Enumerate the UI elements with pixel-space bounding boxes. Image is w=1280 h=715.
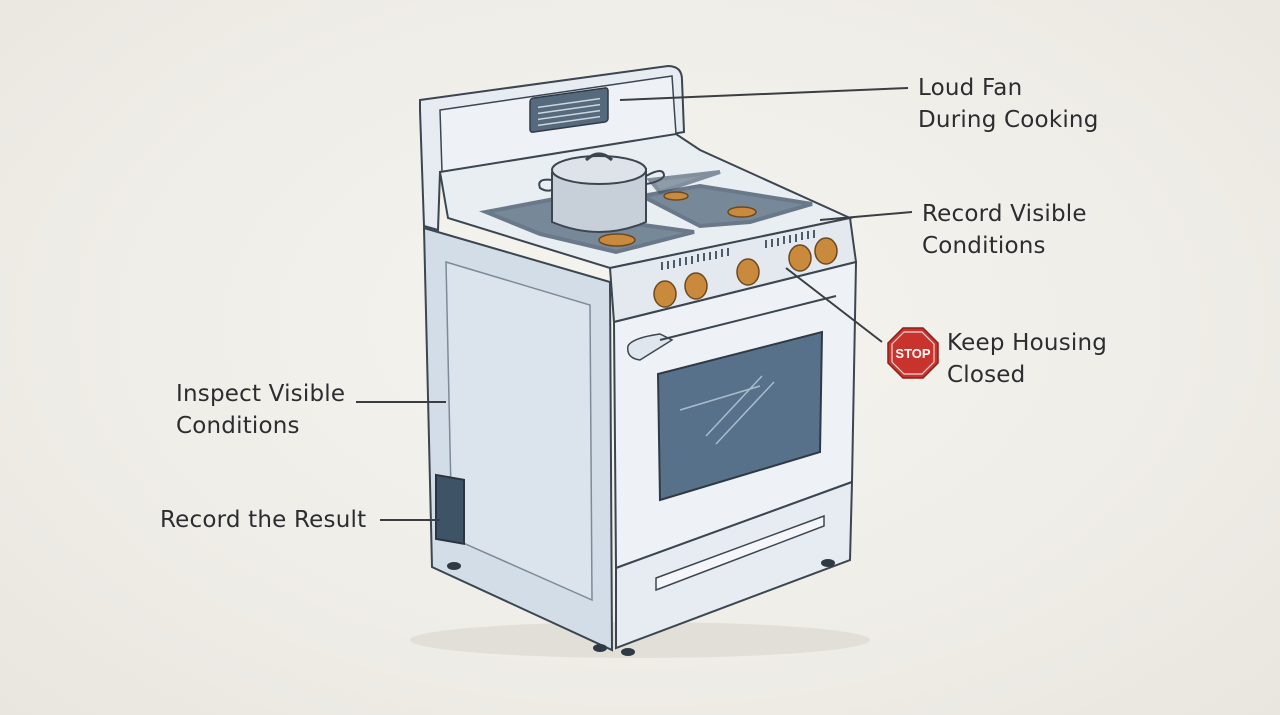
callout-loud-fan-line1: Loud Fan (918, 75, 1023, 101)
callout-keep-housing-line1: Keep Housing (947, 330, 1108, 356)
knob-4 (788, 244, 812, 272)
knob-2 (684, 272, 708, 300)
cooking-pot-icon (538, 152, 666, 233)
window-reflection (679, 375, 775, 445)
leader-keep-housing (785, 267, 883, 343)
callout-loud-fan: Loud Fan During Cooking (918, 72, 1099, 136)
drawer-handle (655, 514, 825, 592)
oven-window (656, 330, 824, 502)
clock-display (529, 87, 609, 133)
side-panel-inset (445, 260, 593, 602)
callout-keep-housing-line2: Closed (947, 362, 1026, 388)
storage-drawer (615, 480, 854, 650)
callout-loud-fan-line2: During Cooking (918, 107, 1099, 133)
stop-sign-text: STOP (895, 346, 930, 361)
knob-1 (653, 280, 677, 308)
stop-sign-icon: STOP (887, 327, 939, 379)
display-vent-lines (538, 97, 600, 127)
callout-record-visible-line2: Conditions (922, 233, 1046, 259)
burner-caps (598, 191, 757, 247)
callout-inspect-visible-line2: Conditions (176, 413, 300, 439)
leader-record-visible (819, 211, 913, 221)
leader-loud-fan (619, 87, 909, 101)
callout-record-visible-line1: Record Visible (922, 201, 1087, 227)
callout-keep-housing: Keep Housing Closed (947, 327, 1107, 391)
callout-record-result: Record the Result (160, 504, 366, 536)
callout-inspect-visible-line1: Inspect Visible (176, 381, 346, 407)
callout-inspect-visible: Inspect Visible Conditions (176, 378, 345, 442)
side-access-panel (435, 473, 465, 545)
knob-3 (736, 258, 760, 286)
callout-record-result-line1: Record the Result (160, 507, 367, 533)
leader-lines (356, 87, 913, 521)
control-knobs (653, 237, 838, 308)
stove-feet (447, 559, 835, 656)
front-vent-strip (661, 230, 815, 270)
oven-door-handle-bar (659, 295, 837, 341)
knob-5 (814, 237, 838, 265)
callout-record-visible: Record Visible Conditions (922, 198, 1087, 262)
